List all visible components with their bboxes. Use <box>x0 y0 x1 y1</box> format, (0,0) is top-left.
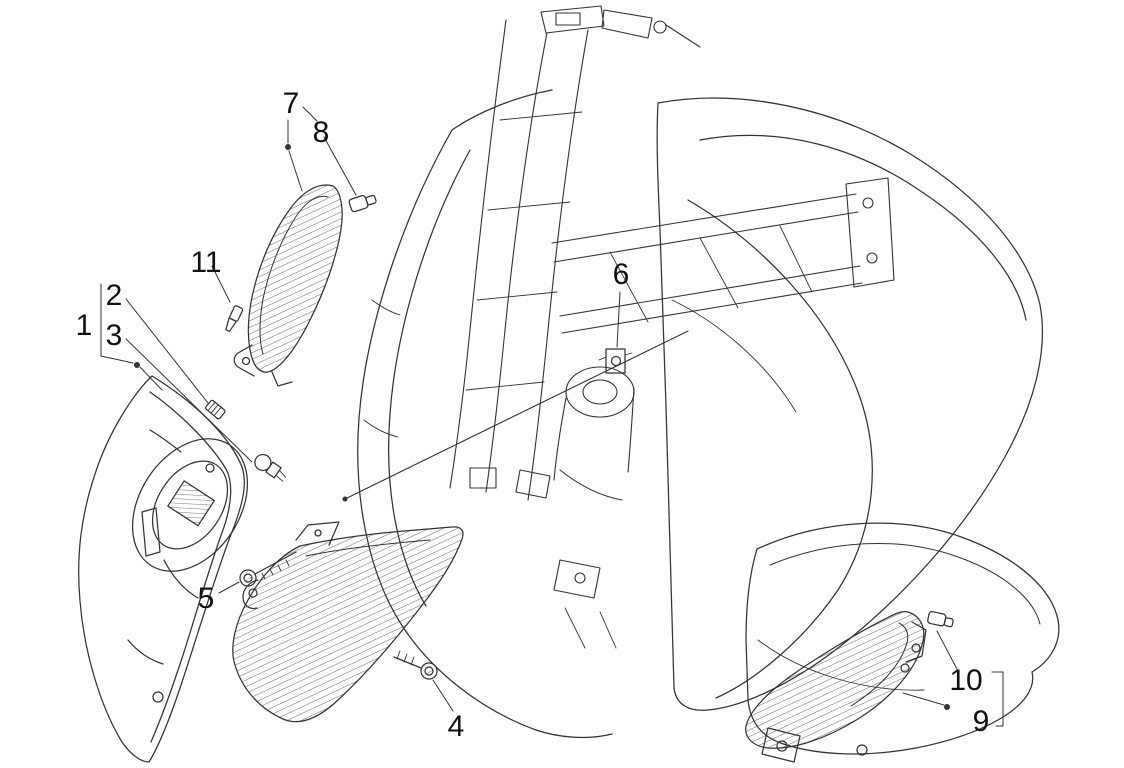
part-fairing-left-half <box>357 89 613 739</box>
callout-3: 3 <box>105 319 123 352</box>
part-screw-11 <box>225 305 244 332</box>
part-bulb-3 <box>254 453 287 482</box>
part-front-shield <box>78 375 249 763</box>
part-small-fasteners <box>205 305 287 482</box>
part-stud-2 <box>205 399 226 420</box>
part-fairing-right-half <box>656 97 1043 711</box>
part-clip-6 <box>598 348 633 374</box>
callout-6: 6 <box>612 258 630 291</box>
callout-10: 10 <box>949 664 983 697</box>
callout-7: 7 <box>282 87 300 120</box>
callout-4: 4 <box>447 710 465 743</box>
callout-1: 1 <box>75 309 93 342</box>
callout-8: 8 <box>312 116 330 149</box>
part-frame <box>342 5 895 649</box>
callout-11: 11 <box>190 246 222 279</box>
part-headlight-lens <box>232 521 464 723</box>
part-screw-5 <box>239 551 297 587</box>
part-bulb-8 <box>348 194 377 213</box>
callout-leaders <box>100 106 1004 727</box>
part-front-turn-signal-right <box>745 611 954 749</box>
part-bulb-10 <box>927 611 954 628</box>
part-screw-4 <box>393 650 438 680</box>
callout-9: 9 <box>972 705 990 738</box>
callout-5: 5 <box>197 582 215 615</box>
part-front-turn-signal-left <box>233 184 377 387</box>
callout-2: 2 <box>105 279 123 312</box>
